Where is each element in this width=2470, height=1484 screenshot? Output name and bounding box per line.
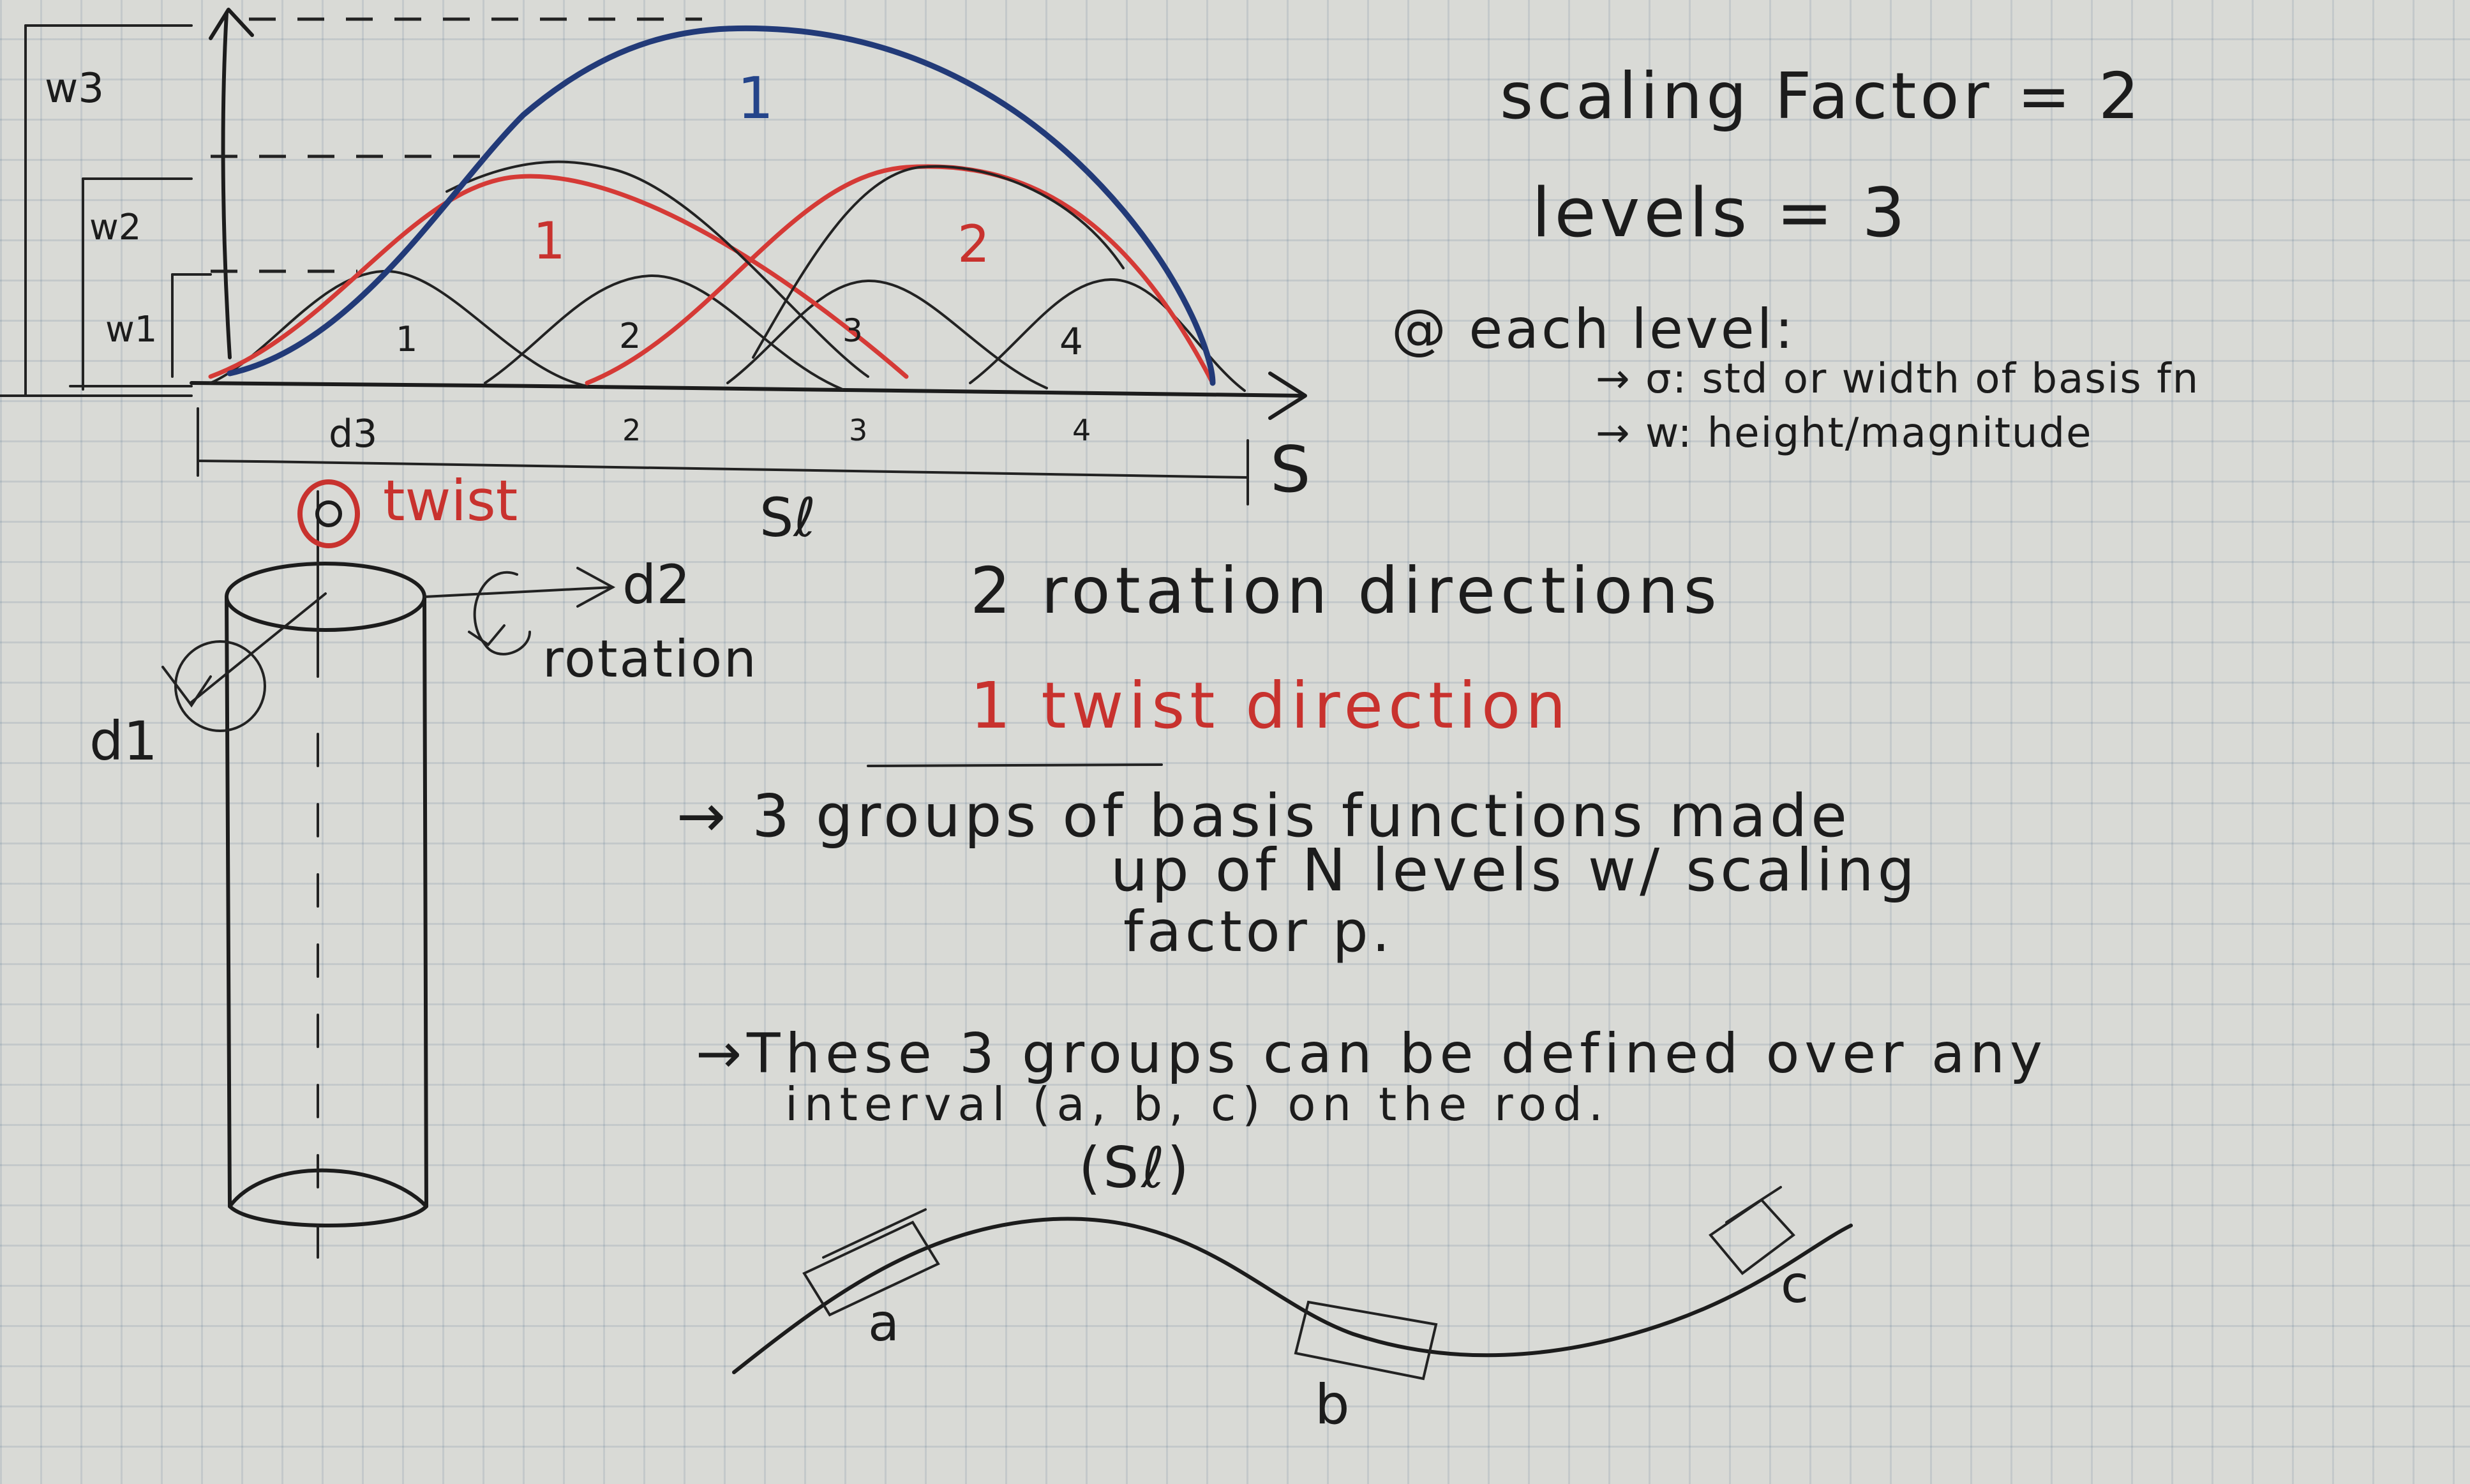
twist-arrow-icon-inner — [315, 500, 342, 527]
level2-basis-curves — [208, 160, 1215, 386]
sl-label: Sℓ — [760, 486, 816, 549]
interval-c-box — [1709, 1186, 1795, 1275]
rod-label-a: a — [868, 1293, 899, 1353]
w3-label: w3 — [45, 65, 104, 112]
tick-label-4: 4 — [1072, 413, 1091, 447]
sl-bracket — [197, 407, 1249, 506]
rod-label-b: b — [1315, 1373, 1350, 1437]
red-curve-label-2: 2 — [957, 214, 990, 274]
scaling-factor-note: scaling Factor = 2 — [1500, 59, 2143, 133]
rotation-directions-note: 2 rotation directions — [970, 553, 1722, 628]
basis-curve-3 — [726, 279, 1048, 389]
rotation-label: rotation — [543, 629, 758, 689]
groups-note-line1: → 3 groups of basis functions made — [677, 782, 1851, 850]
d1-label: d1 — [89, 710, 158, 772]
black-curve-label-3: 3 — [842, 312, 863, 349]
interval-note-line3: (Sℓ) — [1079, 1135, 1192, 1201]
black-curve-label-4: 4 — [1059, 320, 1083, 363]
magnitude-brackets — [0, 24, 212, 397]
cylinder-drawing — [161, 490, 616, 1291]
tick-label-3: 3 — [849, 413, 867, 447]
interval-b-box — [1294, 1300, 1438, 1381]
black-curve-label-2: 2 — [619, 316, 641, 356]
groups-note-line3: factor p. — [1123, 899, 1394, 964]
w-note: → w: height/magnitude — [1596, 410, 2092, 457]
red-curve-1 — [208, 174, 909, 379]
twist-direction-note: 1 twist direction — [970, 668, 1571, 743]
sum-line — [867, 763, 1163, 767]
each-level-note: @ each level: — [1391, 297, 1796, 361]
graph-axes — [190, 8, 1307, 420]
twist-label: twist — [383, 468, 518, 534]
interval-a-box — [802, 1208, 940, 1317]
w2-label: w2 — [89, 207, 141, 248]
red-curve-2 — [585, 164, 1215, 386]
d3-label: d3 — [329, 412, 377, 456]
red-curve-label-1: 1 — [533, 211, 565, 271]
level3-basis-curve — [227, 25, 1216, 386]
s-axis-label: S — [1270, 432, 1310, 507]
sigma-note: → σ: std or width of basis fn — [1596, 356, 2199, 403]
levels-note: levels = 3 — [1532, 174, 1909, 252]
blue-curve-label: 1 — [737, 65, 774, 132]
tick-label-2: 2 — [622, 413, 641, 447]
basis-curve-4 — [969, 278, 1246, 392]
groups-note-line2: up of N levels w/ scaling — [1111, 836, 1919, 904]
rod-label-c: c — [1781, 1255, 1809, 1314]
black-curve-label-1: 1 — [396, 319, 417, 359]
w1-label: w1 — [105, 309, 157, 350]
basis-curve-2 — [484, 274, 844, 391]
interval-note-line2: interval (a, b, c) on the rod. — [785, 1077, 1610, 1131]
rod-drawing — [732, 1186, 1853, 1381]
twist-arrow-icon — [297, 479, 360, 548]
interval-note-line1: →These 3 groups can be defined over any — [696, 1022, 2047, 1086]
d2-label: d2 — [622, 553, 691, 616]
